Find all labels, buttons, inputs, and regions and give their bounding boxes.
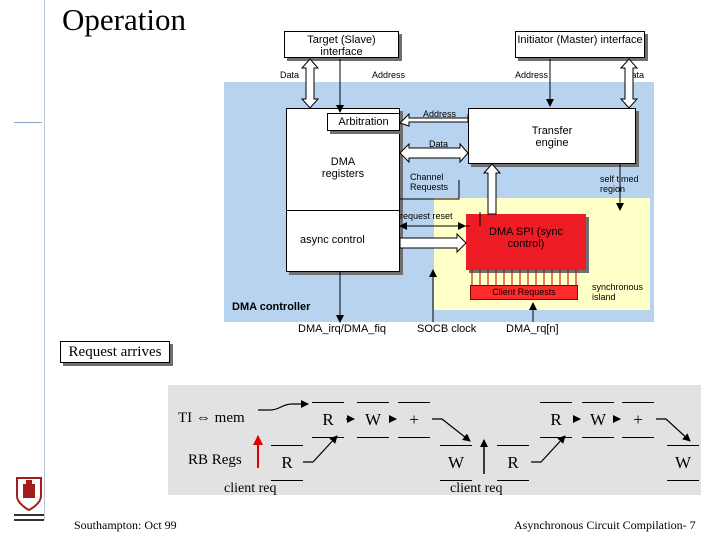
- bottom-w-2: W: [667, 445, 699, 481]
- async-control-label: async control: [300, 234, 365, 246]
- dma-registers-label: DMA registers: [321, 156, 365, 180]
- slide-title: Operation: [62, 2, 186, 37]
- address-mid-label: Address: [423, 109, 457, 119]
- transfer-engine-label: Transfer engine: [531, 125, 573, 149]
- top-w-1: W: [357, 402, 389, 438]
- client-req-label-2: client req: [450, 481, 503, 496]
- arbitration-box: Arbitration: [327, 113, 400, 131]
- data-left-label: Data: [280, 70, 300, 80]
- socb-clock-label: SOCB clock: [417, 323, 477, 335]
- footer-right: Asynchronous Circuit Compilation- 7: [514, 518, 696, 532]
- dma-rq-label: DMA_rq[n]: [506, 323, 559, 335]
- bottom-r-1: R: [271, 445, 303, 481]
- transfer-engine-box: Transfer engine: [468, 108, 636, 164]
- data-mid-label: Data: [429, 139, 449, 149]
- target-interface-label: Target (Slave) interface: [307, 34, 376, 58]
- request-arrives-box: Request arrives: [60, 341, 170, 363]
- top-plus-2: +: [622, 402, 654, 438]
- initiator-interface-box: Initiator (Master) interface: [515, 31, 645, 58]
- self-timed-region-label: self timed region: [600, 174, 639, 194]
- request-reset-label: request reset: [400, 211, 453, 221]
- top-plus-1: +: [398, 402, 430, 438]
- top-r-1: R: [312, 402, 344, 438]
- synchronous-island-label: synchronous island: [592, 282, 644, 302]
- dma-main-block: [286, 108, 400, 272]
- data-right-label: Data: [625, 70, 645, 80]
- bottom-w-1: W: [440, 445, 472, 481]
- target-interface-box: Target (Slave) interface: [284, 31, 399, 58]
- initiator-interface-label: Initiator (Master) interface: [517, 34, 643, 46]
- client-requests-box: Client Requests: [470, 285, 578, 300]
- top-r-2: R: [540, 402, 572, 438]
- channel-requests-label: Channel Requests: [410, 172, 449, 192]
- dma-irq-label: DMA_irq/DMA_fiq: [298, 323, 387, 335]
- left-margin-rule: [44, 0, 45, 520]
- footer-left: Southampton: Oct 99: [74, 518, 177, 532]
- dma-spi-box: DMA SPI (sync control): [466, 214, 586, 270]
- bottom-r-2: R: [497, 445, 529, 481]
- client-req-label-1: client req: [224, 481, 277, 496]
- address-right-label: Address: [515, 70, 549, 80]
- top-w-2: W: [582, 402, 614, 438]
- dma-spi-label: DMA SPI (sync control): [489, 226, 563, 250]
- university-crest-logo: [12, 474, 46, 526]
- address-top-label: Address: [372, 70, 406, 80]
- left-margin-tick: [14, 122, 42, 123]
- ti-mem-label: TI ⇔ mem: [178, 410, 245, 426]
- rb-regs-label: RB Regs: [188, 452, 242, 468]
- arbitration-label: Arbitration: [338, 116, 389, 128]
- request-arrives-label: Request arrives: [68, 344, 162, 360]
- main-block-divider: [286, 210, 400, 211]
- dma-controller-label: DMA controller: [232, 301, 311, 313]
- client-requests-label: Client Requests: [492, 287, 556, 297]
